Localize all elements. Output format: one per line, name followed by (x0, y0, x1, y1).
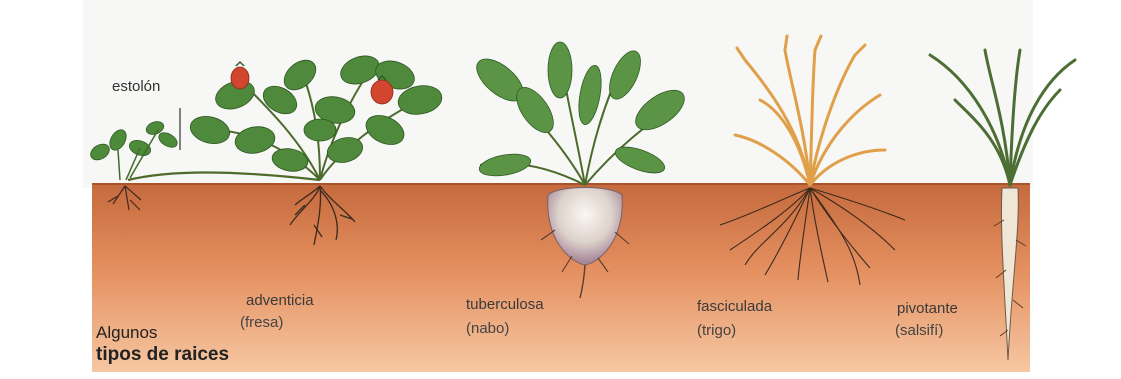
fasciculada-example: (trigo) (697, 322, 736, 339)
adventicia-label: adventicia (246, 292, 314, 309)
tuberculosa-example: (nabo) (466, 320, 509, 337)
fasciculada-label: fasciculada (697, 298, 772, 315)
estolon-label: estolón (112, 78, 160, 95)
pivotante-example: (salsifí) (895, 322, 943, 339)
pivotante-label: pivotante (897, 300, 958, 317)
tuberculosa-label: tuberculosa (466, 296, 544, 313)
title-line-2: tipos de raices (96, 344, 229, 366)
title-line-1: Algunos (96, 323, 157, 343)
adventicia-example: (fresa) (240, 314, 283, 331)
